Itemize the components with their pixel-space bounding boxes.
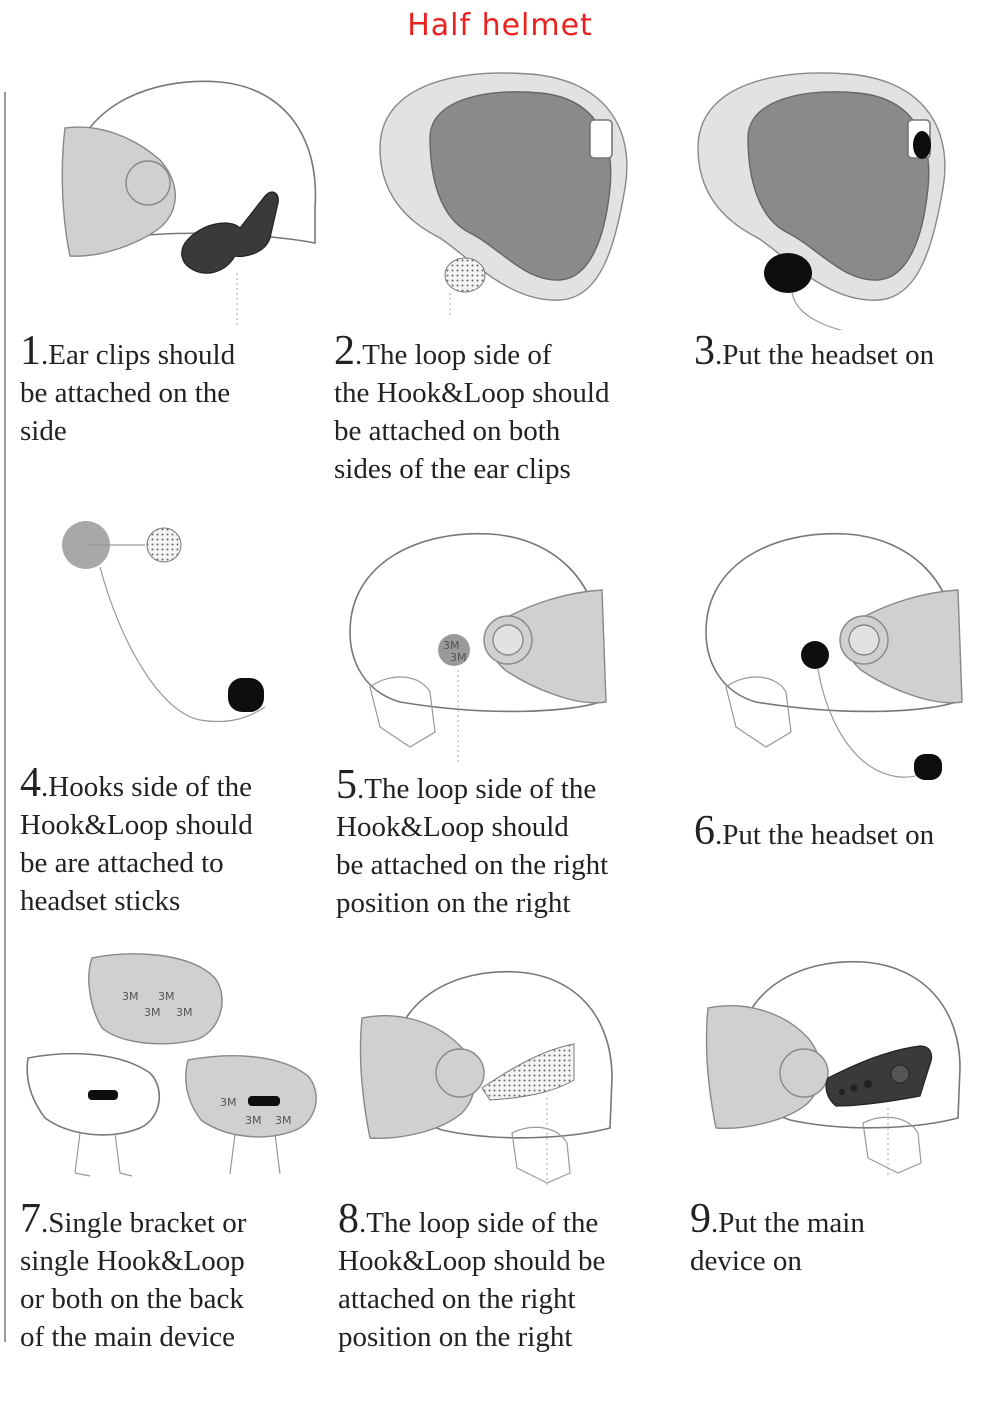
hook-loop-pad: [444, 257, 486, 293]
step-number: 2: [334, 328, 355, 374]
headset-mic: [228, 678, 264, 712]
caption-line: device on: [690, 1245, 802, 1277]
helmet-inner-liner: [429, 91, 612, 281]
step-number: 6: [694, 808, 715, 854]
step-number: 4: [20, 760, 41, 806]
tape-label: 3M: [176, 1006, 193, 1019]
step-number: 9: [690, 1196, 711, 1242]
caption-line: side: [20, 415, 67, 447]
tape-label: 3M: [275, 1114, 292, 1127]
caption-line: position on the right: [336, 887, 571, 919]
caption-line: Hook&Loop should be: [338, 1245, 606, 1277]
step-2-figure: [379, 72, 628, 318]
tape-label: 3M: [220, 1096, 237, 1109]
step-7-caption: 7.Single bracket or single Hook&Loop or …: [20, 1198, 247, 1356]
page-title: Half helmet: [407, 8, 593, 43]
step-8-caption: 8.The loop side of the Hook&Loop should …: [338, 1198, 606, 1356]
caption-line: .Put the headset on: [715, 339, 935, 371]
headset-speaker: [764, 253, 812, 293]
step-5-caption: 5.The loop side of the Hook&Loop should …: [336, 764, 609, 922]
step-1-caption: 1.Ear clips should be attached on the si…: [20, 330, 236, 450]
caption-line: headset sticks: [20, 885, 181, 917]
caption-line: .Hooks side of the: [41, 771, 253, 803]
headset-mic: [914, 754, 942, 780]
ear-clip: [181, 191, 279, 274]
step-4-caption: 4.Hooks side of the Hook&Loop should be …: [20, 762, 253, 920]
headset-speaker: [801, 641, 829, 669]
device-backplate-top: [88, 953, 223, 1045]
step-number: 5: [336, 762, 357, 808]
step-number: 1: [20, 328, 41, 374]
tape-label: 3M: [450, 651, 467, 664]
caption-line: be attached on the right: [336, 849, 609, 881]
caption-line: the Hook&Loop should: [334, 377, 610, 409]
caption-line: sides of the ear clips: [334, 453, 571, 485]
step-5-figure: 3M 3M: [349, 532, 607, 762]
caption-line: attached on the right: [338, 1283, 576, 1315]
tape-label: 3M: [158, 990, 175, 1003]
step-number: 8: [338, 1196, 359, 1242]
caption-line: .Put the headset on: [715, 819, 935, 851]
step-6-caption: 6.Put the headset on: [694, 810, 935, 854]
tape-label: 3M: [245, 1114, 262, 1127]
headset-wire: [99, 566, 266, 723]
step-2-caption: 2.The loop side of the Hook&Loop should …: [334, 330, 610, 488]
caption-line: .Put the main: [711, 1207, 865, 1239]
caption-line: be attached on both: [334, 415, 561, 447]
step-3-figure: [697, 72, 946, 330]
step-6-figure: [705, 532, 963, 780]
caption-line: .The loop side of: [355, 339, 552, 371]
step-4-figure: [62, 521, 266, 723]
caption-line: or both on the back: [20, 1283, 244, 1315]
step-9-caption: 9.Put the main device on: [690, 1198, 865, 1280]
tape-label: 3M: [122, 990, 139, 1003]
helmet-visor: [61, 126, 176, 257]
left-divider: [4, 92, 6, 1342]
loop-side-disc: [146, 527, 182, 563]
caption-line: single Hook&Loop: [20, 1245, 245, 1277]
step-9-figure: [705, 960, 961, 1178]
ear-clip-disc: [125, 160, 171, 206]
caption-line: .The loop side of the: [357, 773, 597, 805]
tape-3m-disc: [438, 634, 470, 666]
step-number: 7: [20, 1196, 41, 1242]
step-number: 3: [694, 328, 715, 374]
caption-line: Hook&Loop should: [20, 809, 253, 841]
caption-line: be attached on the: [20, 377, 231, 409]
caption-line: of the main device: [20, 1321, 235, 1353]
step-3-caption: 3.Put the headset on: [694, 330, 935, 374]
step-7-figure: 3M 3M 3M 3M 3M 3M 3M: [26, 953, 317, 1177]
tape-label: 3M: [144, 1006, 161, 1019]
caption-line: .The loop side of the: [359, 1207, 599, 1239]
caption-line: .Single bracket or: [41, 1207, 247, 1239]
caption-line: be are attached to: [20, 847, 224, 879]
tape-label: 3M: [443, 639, 460, 652]
caption-line: position on the right: [338, 1321, 573, 1353]
step-8-figure: [359, 970, 613, 1188]
hook-loop-strip: [481, 1043, 575, 1101]
caption-line: .Ear clips should: [41, 339, 236, 371]
caption-line: Hook&Loop should: [336, 811, 569, 843]
step-1-figure: [61, 80, 317, 326]
